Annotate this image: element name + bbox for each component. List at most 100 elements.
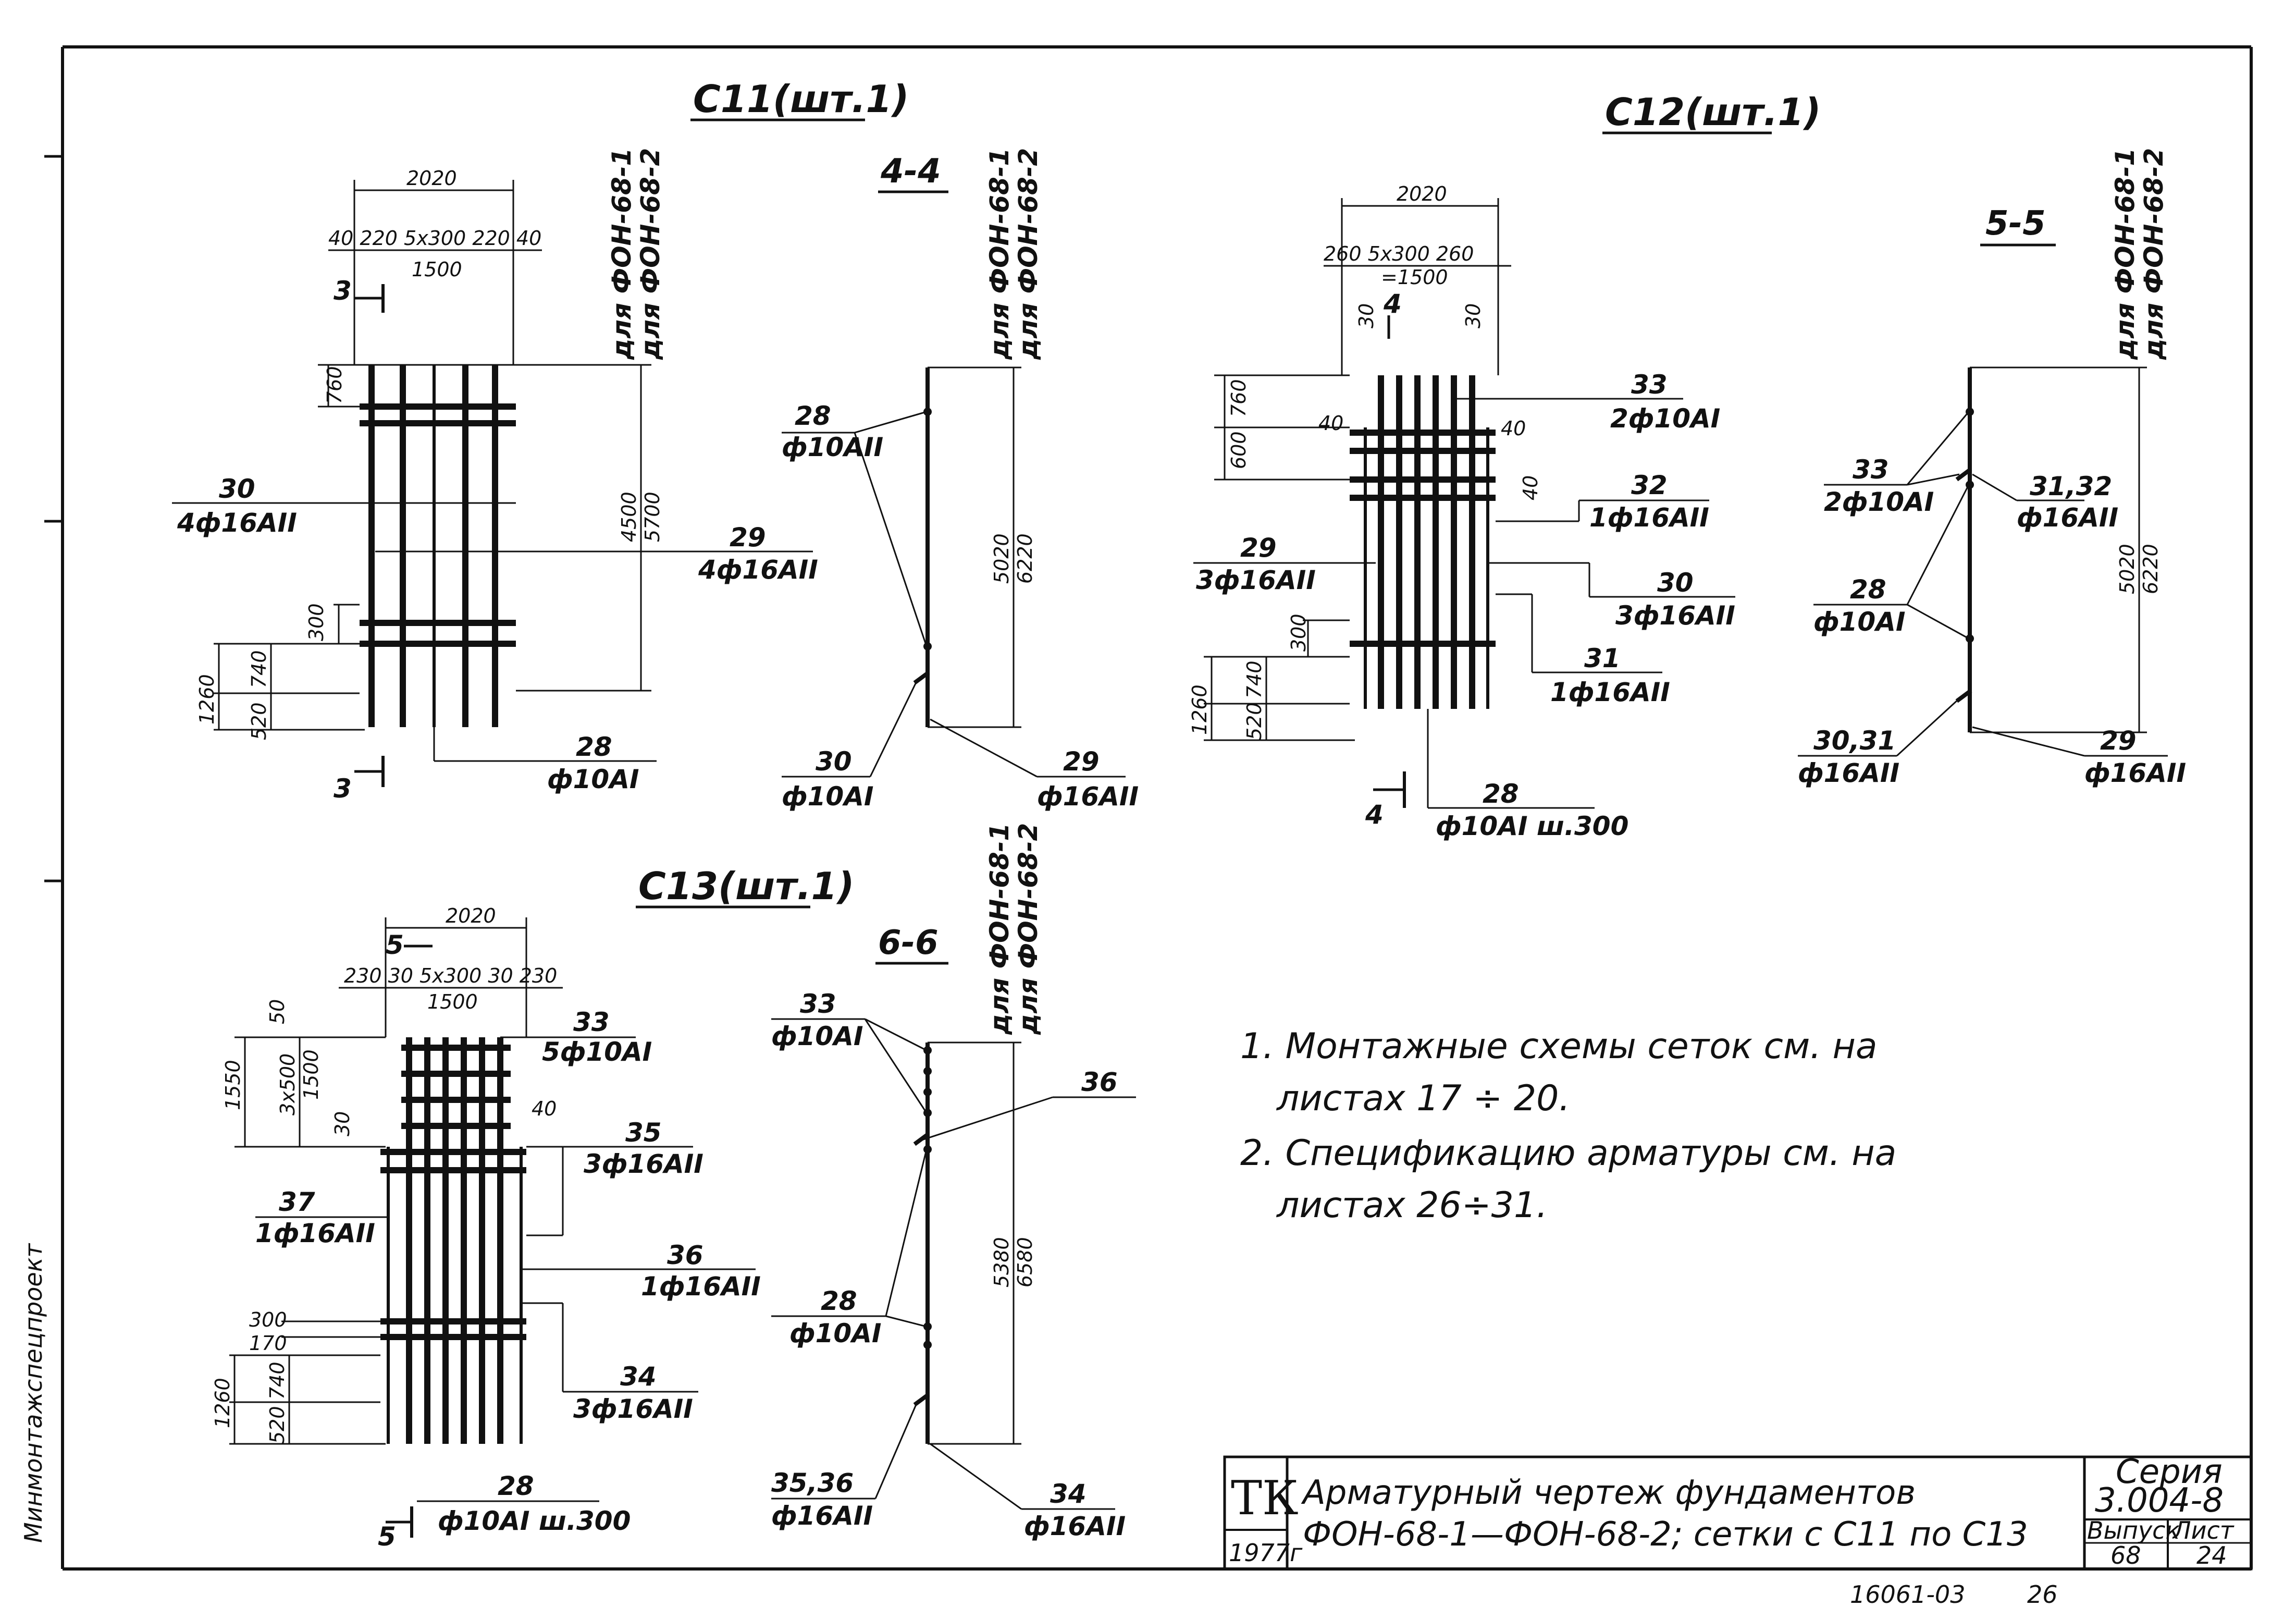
s66-lbl-3536-num: 35,36 <box>771 1468 854 1498</box>
s66-for-2: для ФОН-68-2 <box>1013 823 1043 1035</box>
c13-dim-parts: 230 30 5x300 30 230 <box>344 964 557 987</box>
c13-callout-36-num: 36 <box>667 1240 703 1270</box>
s55-lbl-29-num: 29 <box>2100 726 2137 756</box>
c13-dim-30: 30 <box>331 1111 354 1136</box>
mesh-c11: С11(шт.1) 2020 40 220 5x300 220 40 1500 … <box>172 77 909 804</box>
c12-callout-30-num: 30 <box>1657 568 1694 598</box>
title-block: ТК 1977г Арматурный чертеж фундаментов Ф… <box>1223 1453 2253 1571</box>
c12-callout-29-spec: 3ф16АII <box>1196 565 1316 595</box>
c11-dim-top: 760 <box>323 366 346 404</box>
s55-lbl-3031-num: 30,31 <box>1813 726 1896 756</box>
c13-dim-1260: 1260 <box>211 1378 234 1428</box>
c11-for-1: для ФОН-68-1 <box>607 148 637 360</box>
c13-dim-1550: 1550 <box>221 1060 244 1110</box>
footer-page: 26 <box>2027 1580 2058 1609</box>
c13-callout-28-spec: ф10АI ш.300 <box>438 1506 631 1536</box>
s66-lbl-33-num: 33 <box>800 989 836 1019</box>
mesh-c12: С12(шт.1) 2020 260 5x300 260 =1500 30 4 … <box>1188 90 1821 841</box>
s44-lbl-28-num: 28 <box>795 401 831 431</box>
section-5-5-title: 5-5 <box>1985 204 2046 243</box>
c13-dim-170: 170 <box>249 1332 287 1355</box>
mesh-c12-title: С12(шт.1) <box>1605 90 1821 134</box>
c12-dim-760: 760 <box>1227 379 1250 417</box>
c11-dim-1260: 1260 <box>195 674 218 725</box>
c12-dim-width: 2020 <box>1397 182 1447 205</box>
c12-callout-31-spec: 1ф16АII <box>1550 677 1670 707</box>
c13-callout-36-spec: 1ф16АII <box>641 1271 761 1302</box>
c12-callout-29-num: 29 <box>1240 533 1277 563</box>
c11-dim-520: 520 <box>248 702 270 740</box>
c11-dim-740: 740 <box>248 650 270 688</box>
s55-lbl-3031-spec: ф16АII <box>1798 758 1899 788</box>
s55-for-2: для ФОН-68-2 <box>2139 148 2169 360</box>
c13-dim-520: 520 <box>266 1406 289 1444</box>
c11-dim-5700: 5700 <box>641 492 664 542</box>
c13-callout-33-spec: 5ф10АI <box>542 1037 652 1067</box>
c11-callout-28-spec: ф10АI <box>547 764 639 794</box>
s66-lbl-34-num: 34 <box>1050 1479 1087 1509</box>
title-block-sheet-value: 24 <box>2196 1541 2227 1569</box>
c12-callout-33-num: 33 <box>1631 370 1668 400</box>
title-block-title-2: ФОН-68-1—ФОН-68-2; сетки с С11 по С13 <box>1303 1515 2028 1554</box>
s66-lbl-36-num: 36 <box>1081 1067 1118 1097</box>
s66-for-1: для ФОН-68-1 <box>984 823 1015 1035</box>
s66-lbl-3536-spec: ф16АII <box>771 1501 873 1531</box>
c11-dim-4500: 4500 <box>618 492 640 542</box>
c13-cut-top: 5 <box>386 930 404 960</box>
c11-callout-29-spec: 4ф16АII <box>698 555 818 585</box>
c12-dim-mid: =1500 <box>1381 266 1448 289</box>
c11-callout-29-num: 29 <box>730 522 766 553</box>
c12-dim-4: 4 <box>1383 289 1402 319</box>
s44-lbl-30-num: 30 <box>816 746 852 777</box>
s44-for-1: для ФОН-68-1 <box>984 148 1015 360</box>
c11-dim-300: 300 <box>305 603 328 641</box>
c11-cut-top: 3 <box>334 276 352 306</box>
c12-dim-40b: 40 <box>1501 417 1526 440</box>
c11-dim-mid: 1500 <box>412 258 462 281</box>
s44-lbl-29-num: 29 <box>1063 746 1100 777</box>
mesh-c13-title: С13(шт.1) <box>638 864 855 908</box>
s66-h2: 6580 <box>1014 1237 1036 1287</box>
s55-lbl-3132-num: 31,32 <box>2030 471 2112 501</box>
side-stamp: Минмонтажспецпроект <box>19 1243 47 1543</box>
title-block-title-1: Арматурный чертеж фундаментов <box>1301 1474 1916 1512</box>
s44-lbl-28-spec: ф10АII <box>782 432 883 462</box>
s66-h1: 5380 <box>990 1237 1013 1287</box>
s55-lbl-33-num: 33 <box>1853 455 1889 485</box>
c13-callout-37-num: 37 <box>279 1187 315 1217</box>
c13-dim-3x500: 3x500 <box>276 1053 299 1115</box>
section-5-5: 5-5 для ФОН-68-1 для ФОН-68-2 5020 6220 … <box>1798 148 2186 788</box>
c12-callout-28-num: 28 <box>1483 779 1519 809</box>
s44-for-2: для ФОН-68-2 <box>1013 148 1043 360</box>
title-block-issue-value: 68 <box>2110 1541 2141 1569</box>
s44-h1: 5020 <box>990 533 1013 584</box>
c11-callout-30-num: 30 <box>219 474 255 504</box>
title-block-series-label: Серия <box>2116 1453 2223 1491</box>
c12-callout-32-spec: 1ф16АII <box>1589 502 1709 533</box>
c12-dim-30b: 30 <box>1462 303 1485 328</box>
c12-callout-33-spec: 2ф10АI <box>1610 403 1720 434</box>
c13-callout-34-spec: 3ф16АII <box>573 1394 693 1424</box>
c13-dim-width: 2020 <box>446 904 496 927</box>
s55-for-1: для ФОН-68-1 <box>2110 148 2140 360</box>
note-1a: 1. Монтажные схемы сеток см. на <box>1240 1026 1878 1067</box>
c12-callout-30-spec: 3ф16АII <box>1615 600 1735 631</box>
title-block-year: 1977г <box>1229 1539 1303 1567</box>
section-6-6-title: 6-6 <box>878 924 939 962</box>
c11-dim-width: 2020 <box>406 167 457 190</box>
c11-callout-28-num: 28 <box>576 732 612 762</box>
c12-dim-740: 740 <box>1243 660 1266 698</box>
section-4-4-title: 4-4 <box>880 152 941 191</box>
c11-dim-parts: 40 220 5x300 220 40 <box>328 227 541 250</box>
c13-dim-740: 740 <box>266 1362 289 1400</box>
sheet-frame <box>44 45 2253 1571</box>
c13-dim-300: 300 <box>249 1308 287 1331</box>
c12-callout-31-num: 31 <box>1584 643 1621 673</box>
c13-dim-1500: 1500 <box>300 1049 323 1100</box>
footer-code: 16061-03 <box>1850 1580 1965 1609</box>
c13-dim-40: 40 <box>532 1097 557 1120</box>
c13-dim-mid: 1500 <box>427 990 478 1013</box>
c13-callout-34-num: 34 <box>620 1362 657 1392</box>
c12-dim-40c: 40 <box>1519 475 1542 500</box>
